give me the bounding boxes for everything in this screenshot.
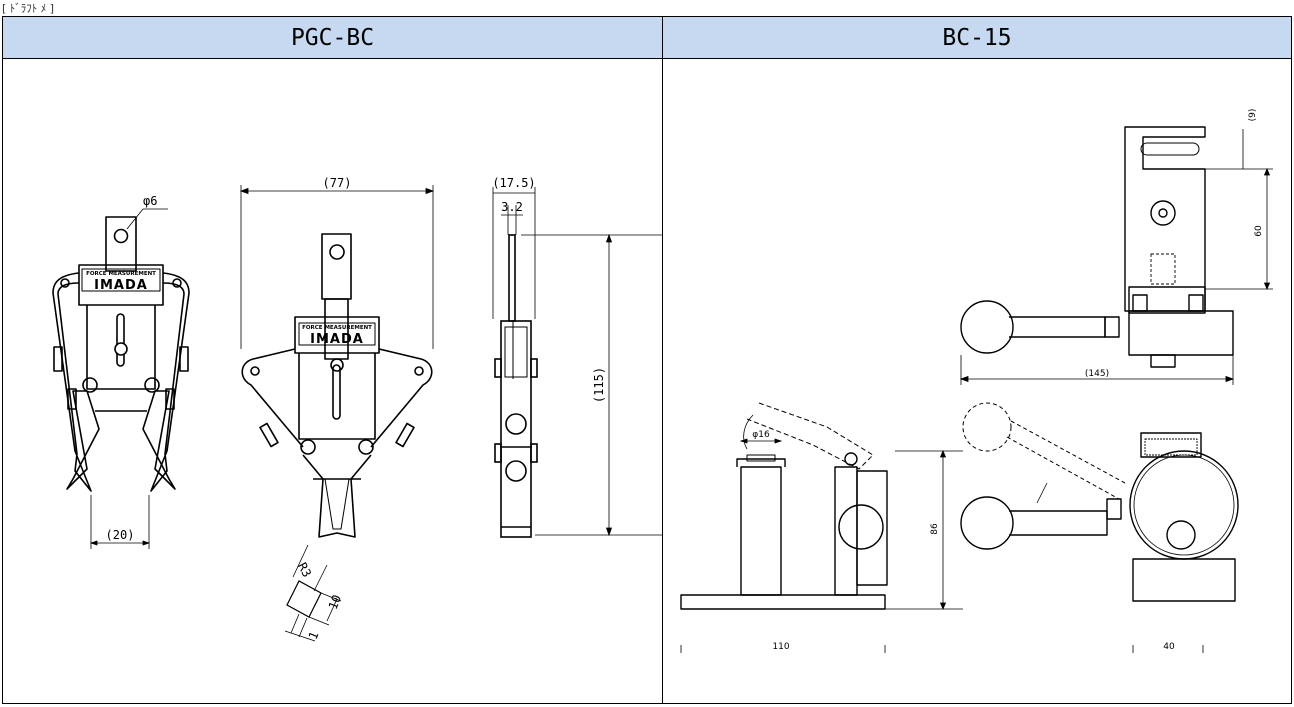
- caption: [ ﾄﾞﾗﾌﾄ ﾒ ]: [2, 2, 55, 15]
- drawing-table: PGC-BC BC-15: [2, 16, 1292, 704]
- dim-thickness: 3.2: [501, 200, 523, 214]
- dim-base-length: 110: [772, 642, 789, 652]
- bc-15-drawing-cell: (9) 60 (145) φ16 86 110 40: [663, 59, 1291, 703]
- pgc-bc-drawing-cell: FORCE MEASUREMENT IMADA φ6 (20): [3, 59, 662, 703]
- header-bc-15: BC-15: [663, 17, 1291, 59]
- column-divider: [662, 17, 663, 703]
- logo-text-front: IMADA: [94, 278, 148, 293]
- dim-slot: (9): [1248, 109, 1258, 122]
- dim-hole: φ6: [143, 194, 157, 208]
- logo-text-open: IMADA: [310, 332, 364, 347]
- pgc-side-view: [494, 234, 538, 538]
- dim-tip-length: 10: [326, 593, 344, 612]
- bc15-top-view: [960, 126, 1234, 368]
- header-pgc-bc: PGC-BC: [3, 17, 663, 59]
- dim-width: (77): [323, 176, 352, 190]
- bc-15-drawing: (9) 60 (145) φ16 86 110 40: [680, 109, 1273, 653]
- pgc-tip-detail: [284, 544, 342, 642]
- dim-base-width: 40: [1163, 642, 1175, 652]
- dim-length: (145): [1085, 369, 1109, 379]
- dim-slot-height: 60: [1254, 225, 1264, 237]
- pgc-front-view: [52, 216, 190, 492]
- dim-height: (115): [592, 367, 606, 403]
- logo-small-text-front: FORCE MEASUREMENT: [86, 271, 156, 277]
- bc15-side-view: [680, 402, 888, 610]
- logo-small-text-open: FORCE MEASUREMENT: [302, 325, 372, 331]
- dim-radius: R3: [295, 560, 314, 579]
- dim-pad: φ16: [752, 430, 770, 440]
- pgc-open-view: [241, 233, 433, 538]
- dim-height-bc: 86: [930, 523, 940, 535]
- dim-tip-width: 1: [306, 630, 322, 642]
- pgc-bc-drawing: FORCE MEASUREMENT IMADA φ6 (20): [52, 176, 662, 642]
- dim-opening: (20): [106, 528, 135, 542]
- bc15-end-view: [960, 402, 1239, 602]
- dim-depth: (17.5): [492, 176, 535, 190]
